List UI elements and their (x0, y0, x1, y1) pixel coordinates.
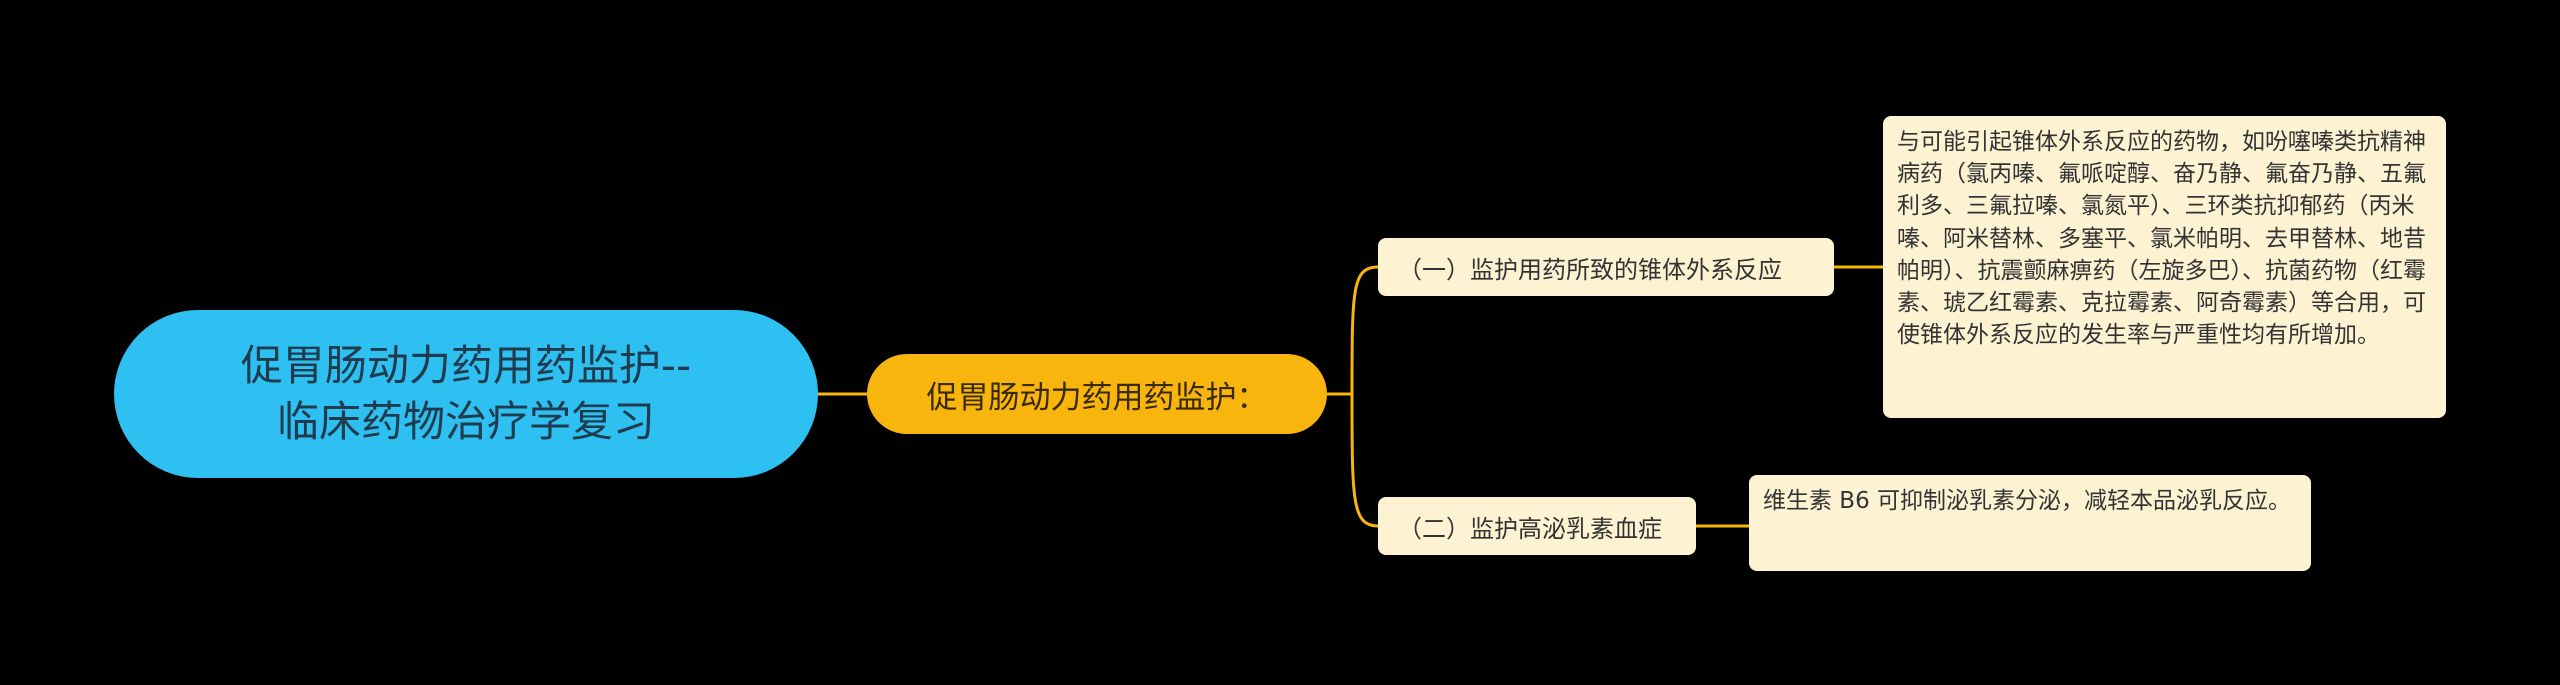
leaf-hyperprolactinemia-detail: 维生素 B6 可抑制泌乳素分泌，减轻本品泌乳反应。 (1749, 475, 2311, 571)
root-topic-line-2: 临床药物治疗学复习 (276, 397, 655, 446)
branch-hyperprolactinemia: （二）监护高泌乳素血症 (1378, 497, 1696, 555)
subtopic-label: 促胃肠动力药用药监护： (926, 379, 1268, 416)
leaf-text: 与可能引起锥体外系反应的药物，如吩噻嗪类抗精神病药（氯丙嗪、氟哌啶醇、奋乃静、氟… (1897, 129, 2426, 349)
sub-to-branch-2-line (1350, 393, 1379, 528)
root-topic-line-1: 促胃肠动力药用药监护-- (240, 341, 692, 390)
leaf-extrapyramidal-detail: 与可能引起锥体外系反应的药物，如吩噻嗪类抗精神病药（氯丙嗪、氟哌啶醇、奋乃静、氟… (1883, 116, 2446, 418)
branch-label: （一）监护用药所致的锥体外系反应 (1398, 255, 1782, 284)
leaf-text: 维生素 B6 可抑制泌乳素分泌，减轻本品泌乳反应。 (1763, 488, 2292, 514)
branch-extrapyramidal: （一）监护用药所致的锥体外系反应 (1378, 238, 1834, 296)
branch-label: （二）监护高泌乳素血症 (1398, 514, 1662, 543)
subtopic-monitoring: 促胃肠动力药用药监护： (867, 354, 1327, 434)
sub-to-branch-1-line (1327, 265, 1379, 396)
root-topic: 促胃肠动力药用药监护-- 临床药物治疗学复习 (114, 310, 818, 478)
